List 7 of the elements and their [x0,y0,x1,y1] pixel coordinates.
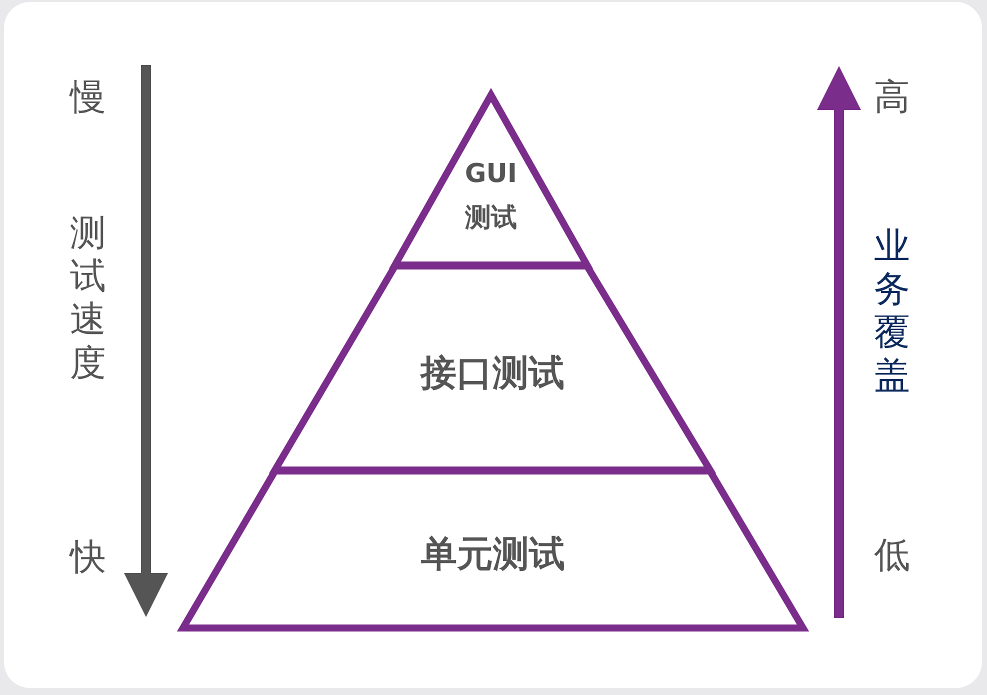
axis-title: 测试速度 [69,212,107,385]
axis-end-label: 高 [874,78,910,118]
axis-title: 业务覆盖 [873,225,911,398]
layer-label: GUI 测试 [464,158,518,236]
axis-end-label: 低 [874,536,910,576]
axis-end-label: 快 [70,538,106,578]
axis-end-label: 慢 [70,78,106,118]
